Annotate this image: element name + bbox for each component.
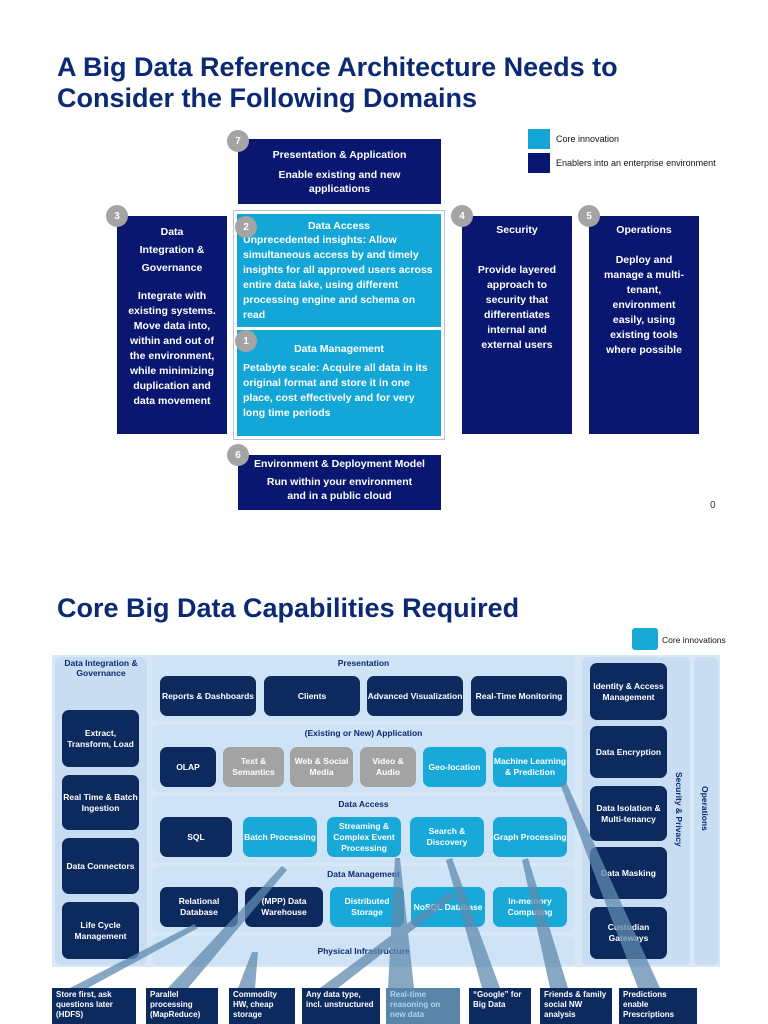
note-google-for-big-data: “Google” for Big Data	[469, 988, 531, 1024]
domain-integration-title: Data Integration & Governance	[139, 226, 205, 274]
note-commodity-hw: Commodity HW, cheap storage	[229, 988, 295, 1024]
relational-db-box: Relational Database	[160, 887, 238, 927]
domain-security-title: Security	[496, 224, 538, 236]
note-predictions: Predictions enable Prescriptions	[619, 988, 697, 1024]
note-parallel-processing: Parallel processing (MapReduce)	[146, 988, 218, 1024]
domain-security: Security Provide layered approach to sec…	[462, 216, 572, 434]
operations-column	[694, 657, 718, 965]
domain-data-access-title: Data Access	[307, 220, 371, 232]
note-social-analysis: Friends & family social NW analysis	[540, 988, 612, 1024]
data-access-band-title: Data Access	[338, 799, 389, 809]
legend-core-innovations-label: Core innovations	[662, 635, 726, 645]
geo-location-box: Geo-location	[423, 747, 486, 787]
batch-processing-box: Batch Processing	[243, 817, 317, 857]
domain-number-badge: 2	[235, 216, 257, 238]
callout-pointer	[388, 858, 414, 988]
domain-environment-title: Environment & Deployment Model	[254, 458, 425, 470]
domain-data-management-title: Data Management	[294, 343, 384, 355]
domain-number-badge: 1	[235, 330, 257, 352]
etl-box: Extract, Transform, Load	[62, 710, 139, 767]
domain-number-badge: 4	[451, 205, 473, 227]
data-management-band-title: Data Management	[327, 869, 400, 879]
sql-box: SQL	[160, 817, 232, 857]
domain-presentation: Presentation & Application Enable existi…	[238, 139, 441, 204]
legend-enabler-swatch	[528, 153, 550, 173]
machine-learning-box: Machine Learning & Prediction	[493, 747, 567, 787]
slide2-title: Core Big Data Capabilities Required	[57, 593, 520, 623]
web-social-box: Web & Social Media	[290, 747, 353, 787]
callout-pointer	[522, 858, 568, 988]
domain-integration-text: Integrate with existing systems. Move da…	[128, 290, 216, 407]
identity-access-box: Identity & Access Management	[590, 663, 667, 720]
operations-label: Operations	[700, 786, 710, 831]
domain-operations-text: Deploy and manage a multi-tenant, enviro…	[604, 254, 684, 356]
graph-processing-box: Graph Processing	[493, 817, 567, 857]
lifecycle-box: Life Cycle Management	[62, 902, 139, 959]
connectors-box: Data Connectors	[62, 838, 139, 894]
domain-integration: Data Integration & Governance Integrate …	[117, 216, 227, 434]
legend-core-innovations-swatch	[632, 628, 658, 650]
integration-column-title: Data Integration & Governance	[64, 658, 138, 678]
domain-presentation-text: Enable existing and new applications	[278, 169, 401, 195]
video-audio-box: Video & Audio	[360, 747, 416, 787]
domain-data-management: Data Management Petabyte scale: Acquire …	[237, 330, 441, 436]
domain-operations-title: Operations	[616, 224, 672, 236]
security-privacy-label: Security & Privacy	[674, 772, 684, 847]
ingestion-box: Real Time & Batch Ingestion	[62, 775, 139, 830]
page-marker: 0	[710, 500, 716, 511]
note-real-time-reasoning: Real-time reasoning on new data	[386, 988, 460, 1024]
domain-security-text: Provide layered approach to security tha…	[477, 264, 557, 351]
domain-presentation-title: Presentation & Application	[272, 149, 407, 161]
domain-number-badge: 6	[227, 444, 249, 466]
legend-core-label: Core innovation	[556, 134, 620, 144]
legend-enabler-label: Enablers into an enterprise environment	[556, 158, 716, 168]
isolation-box: Data Isolation & Multi-tenancy	[590, 786, 667, 841]
reports-box: Reports & Dashboards	[160, 676, 256, 716]
note-any-data-type: Any data type, incl. unstructured	[302, 988, 380, 1024]
presentation-band-title: Presentation	[337, 658, 390, 668]
callout-pointer	[168, 866, 287, 988]
domain-data-access: Data Access Unprecedented insights: Allo…	[237, 214, 441, 327]
clients-box: Clients	[264, 676, 360, 716]
infrastructure-band-title: Physical Infrastructure	[317, 946, 410, 956]
domain-operations: Operations Deploy and manage a multi-ten…	[589, 216, 699, 434]
callout-pointer	[238, 952, 258, 988]
callout-pointer	[560, 782, 660, 988]
olap-box: OLAP	[160, 747, 216, 787]
slide1-title: A Big Data Reference Architecture Needs …	[57, 52, 618, 114]
search-discovery-box: Search & Discovery	[410, 817, 484, 857]
callout-pointer	[320, 892, 455, 988]
domain-environment: Environment & Deployment Model Run withi…	[238, 455, 441, 510]
domain-data-management-text: Petabyte scale: Acquire all data in its …	[243, 362, 428, 419]
domain-number-badge: 7	[227, 130, 249, 152]
callout-pointer	[446, 858, 500, 988]
domain-number-badge: 5	[578, 205, 600, 227]
visualization-box: Advanced Visualization	[367, 676, 463, 716]
monitoring-box: Real-Time Monitoring	[471, 676, 567, 716]
note-store-first: Store first, ask questions later (HDFS)	[52, 988, 136, 1024]
domain-environment-text: Run within your environment and in a pub…	[266, 476, 413, 502]
encryption-box: Data Encryption	[590, 726, 667, 778]
legend-core-swatch	[528, 129, 550, 149]
text-semantics-box: Text & Semantics	[223, 747, 284, 787]
streaming-box: Streaming & Complex Event Processing	[327, 817, 401, 857]
callout-pointer	[70, 924, 198, 988]
domain-data-access-text: Unprecedented insights: Allow simultaneo…	[243, 234, 433, 321]
domain-number-badge: 3	[106, 205, 128, 227]
application-band-title: (Existing or New) Application	[304, 728, 423, 738]
